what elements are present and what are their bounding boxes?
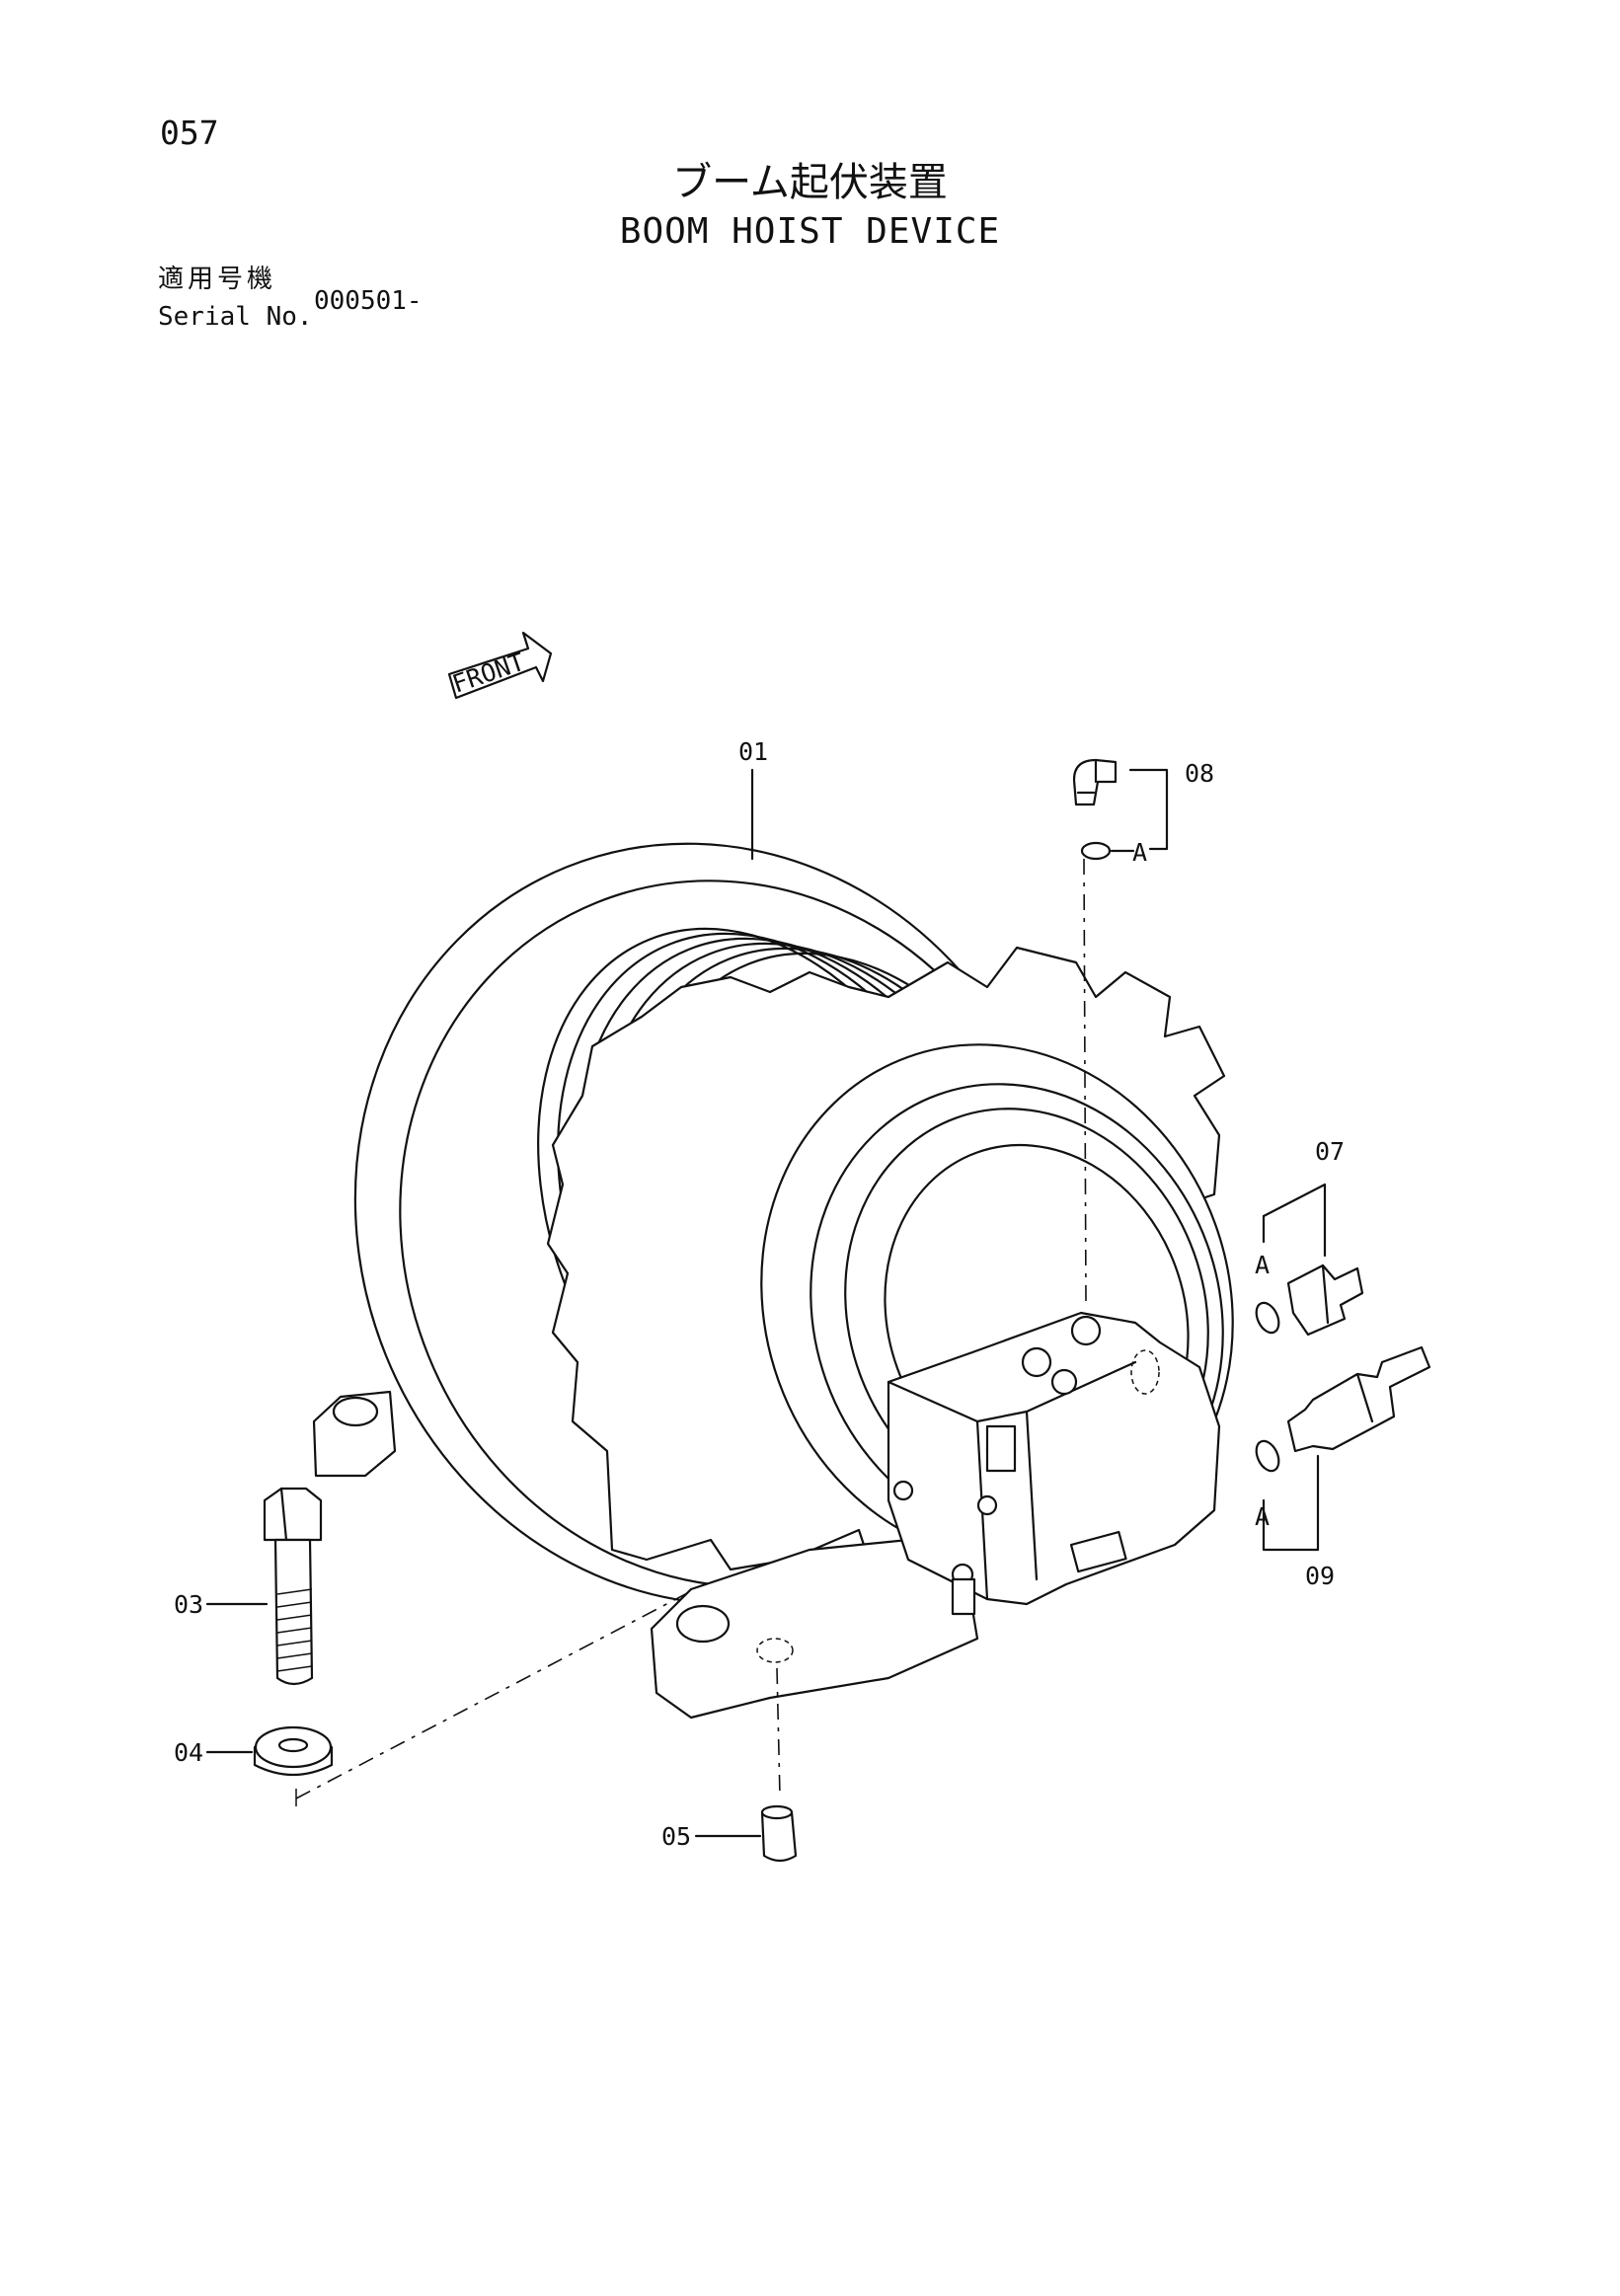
serial-number-value: 000501- bbox=[314, 286, 423, 316]
part-09-long-adapter: 09 A bbox=[1255, 1345, 1431, 1590]
bolt-thread bbox=[276, 1588, 313, 1672]
serial-label-japanese: 適用号機 bbox=[158, 265, 277, 294]
part-07-adapter: 07 A bbox=[1255, 1137, 1364, 1337]
callout-01: 01 bbox=[738, 737, 768, 766]
part-04-washer: 04 bbox=[174, 1590, 692, 1806]
part-03-bolt: 03 bbox=[174, 1487, 323, 1686]
part-08-elbow-fitting: 08 A bbox=[1072, 758, 1214, 1304]
page-title-japanese: ブーム起伏装置 bbox=[672, 160, 948, 205]
hydraulic-motor-block bbox=[887, 1311, 1221, 1616]
callout-03: 03 bbox=[174, 1590, 203, 1619]
callout-05: 05 bbox=[661, 1822, 691, 1851]
callout-01-leader: 01 bbox=[738, 737, 768, 861]
callout-a-07: A bbox=[1255, 1251, 1270, 1279]
callout-a-09: A bbox=[1255, 1502, 1270, 1531]
part-05-dowel-pin: 05 bbox=[661, 1667, 798, 1863]
page-number: 057 bbox=[160, 114, 219, 152]
front-arrow-label: FRONT bbox=[449, 648, 529, 699]
serial-label-english: Serial No. bbox=[158, 302, 313, 332]
callout-09: 09 bbox=[1305, 1562, 1335, 1590]
callout-04: 04 bbox=[174, 1738, 203, 1767]
callout-07: 07 bbox=[1315, 1137, 1345, 1166]
callout-a-08: A bbox=[1132, 838, 1147, 867]
page-title-english: BOOM HOIST DEVICE bbox=[619, 211, 1001, 252]
front-direction-arrow: FRONT bbox=[447, 631, 553, 700]
callout-08: 08 bbox=[1185, 759, 1214, 788]
part-01-winch-drum bbox=[312, 842, 1234, 1720]
